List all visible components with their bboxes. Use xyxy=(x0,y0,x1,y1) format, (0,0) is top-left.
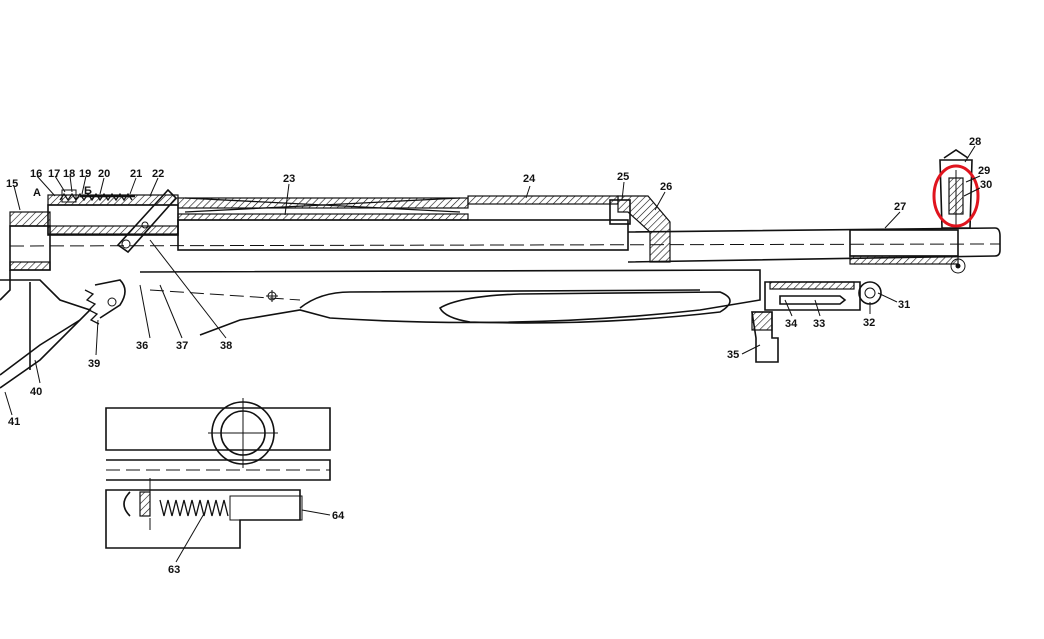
stock-forearm xyxy=(139,269,761,336)
label-28: 28 xyxy=(969,136,981,148)
label-63: 63 xyxy=(168,564,180,576)
label-22: 22 xyxy=(152,168,164,180)
label-26: 26 xyxy=(660,181,672,193)
label-25: 25 xyxy=(617,171,629,183)
label-30: 30 xyxy=(980,179,992,191)
label-64: 64 xyxy=(332,510,345,522)
leader-lines xyxy=(4,145,981,563)
label-36: 36 xyxy=(136,340,148,352)
label-21: 21 xyxy=(130,168,142,180)
front-sight xyxy=(939,149,973,229)
label-40: 40 xyxy=(30,386,42,398)
label-32: 32 xyxy=(863,317,875,329)
label-17: 17 xyxy=(48,168,60,180)
label-34: 34 xyxy=(785,318,798,330)
label-15: 15 xyxy=(6,178,18,190)
label-35: 35 xyxy=(727,349,739,361)
bayonet-mount xyxy=(751,281,882,363)
barrel xyxy=(9,227,1001,274)
label-19: 19 xyxy=(79,168,91,180)
label-41: 41 xyxy=(8,416,20,428)
label-16: 16 xyxy=(30,168,42,180)
label-29: 29 xyxy=(978,165,990,177)
label-39: 39 xyxy=(88,358,100,370)
detail-inset xyxy=(105,398,331,549)
label-b: Б xyxy=(84,185,92,197)
label-37: 37 xyxy=(176,340,188,352)
label-18: 18 xyxy=(63,168,75,180)
label-31: 31 xyxy=(898,299,910,311)
label-20: 20 xyxy=(98,168,110,180)
upper-tube xyxy=(177,195,671,263)
front-sight-highlight-circle xyxy=(932,164,980,228)
label-33: 33 xyxy=(813,318,825,330)
label-a: А xyxy=(33,187,41,199)
part-labels: 15 16 17 18 19 20 21 22 А Б 23 24 25 26 … xyxy=(6,136,992,576)
receiver-section xyxy=(9,188,179,271)
label-24: 24 xyxy=(523,173,536,185)
label-38: 38 xyxy=(220,340,232,352)
buttstock xyxy=(0,270,126,389)
label-27: 27 xyxy=(894,201,906,213)
label-23: 23 xyxy=(283,173,295,185)
